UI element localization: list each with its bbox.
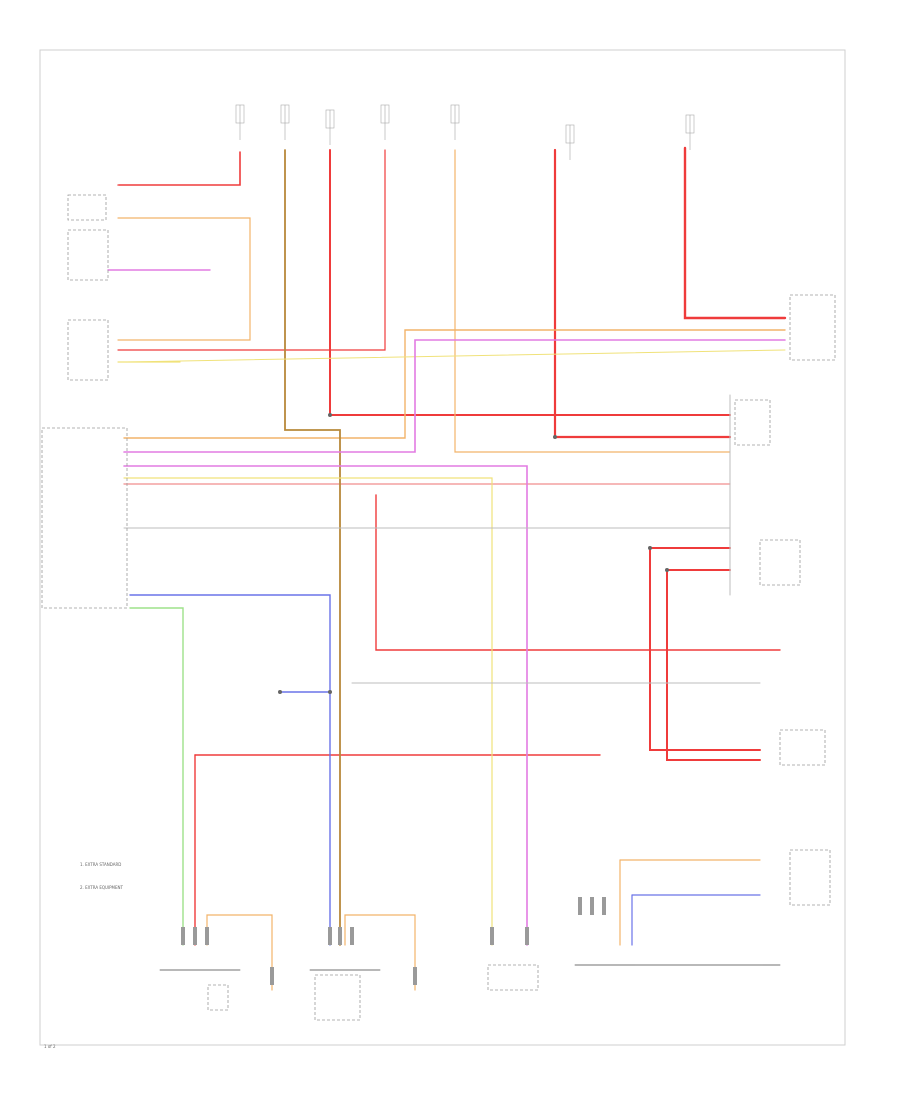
wire-red-main-feed <box>329 149 731 416</box>
comp-switch-lower-mid <box>314 974 361 1021</box>
diagram-frame <box>39 49 846 1046</box>
wire-red-right-feed <box>683 146 787 320</box>
splice-point-5 <box>328 690 332 694</box>
wire-pink-switch-feed <box>117 149 386 351</box>
fuse-1 <box>280 104 290 124</box>
page-number: 1 of 2 <box>44 1044 56 1049</box>
connector-pin-11 <box>590 897 594 915</box>
connector-pin-1 <box>193 927 197 945</box>
wire-brown-signal <box>284 149 341 946</box>
wire-red-actuator-a-down <box>649 547 761 751</box>
comp-motor-top-right <box>789 294 836 361</box>
connector-pin-0 <box>181 927 185 945</box>
wire-red-module-feed <box>553 148 732 439</box>
connector-pin-9 <box>525 927 529 945</box>
fuse-0 <box>235 104 245 124</box>
connector-pin-6 <box>350 927 354 945</box>
note-2: 2. EXTRA EQUIPMENT <box>80 885 123 890</box>
wire-blue-network <box>129 594 331 946</box>
comp-motor-lower <box>487 964 539 991</box>
wire-layer <box>107 146 787 991</box>
wire-green-network <box>129 607 184 946</box>
connector-pin-4 <box>328 927 332 945</box>
splice-point-2 <box>648 546 652 550</box>
connector-pin-2 <box>205 927 209 945</box>
comp-control-module <box>41 427 128 609</box>
wire-orange-sensor-loop <box>117 217 251 341</box>
wire-orange-ground-loop-left <box>206 914 273 991</box>
wire-yellow-upper <box>123 349 786 363</box>
connector-pin-12 <box>602 897 606 915</box>
fuse-5 <box>565 124 575 144</box>
comp-actuator-right <box>759 539 801 586</box>
fuse-6 <box>685 114 695 134</box>
wire-orange-ground-loop-right <box>344 914 416 991</box>
connector-pin-8 <box>490 927 494 945</box>
fuse-3 <box>380 104 390 124</box>
wire-red-actuator-b-down <box>666 569 761 761</box>
wire-orange-vertical <box>454 149 731 453</box>
wire-red-long-run <box>375 494 781 651</box>
component-layer <box>41 104 836 1021</box>
note-1: 1. EXTRA STANDARD <box>80 862 122 867</box>
comp-door-switch <box>789 849 831 906</box>
wire-violet-drop <box>123 465 528 946</box>
comp-sensor-left <box>67 229 109 281</box>
splice-point-3 <box>665 568 669 572</box>
fuse-4 <box>450 104 460 124</box>
wire-yellow-signal <box>123 477 493 946</box>
connector-layer <box>181 413 669 985</box>
connector-pin-7 <box>413 967 417 985</box>
splice-point-0 <box>328 413 332 417</box>
connector-pin-10 <box>578 897 582 915</box>
splice-point-1 <box>553 435 557 439</box>
connector-pin-5 <box>338 927 342 945</box>
comp-sensor-right <box>779 729 826 766</box>
connector-pin-3 <box>270 967 274 985</box>
comp-switch-left <box>67 319 109 381</box>
comp-sensor-upper-left <box>67 194 107 221</box>
comp-module-lower-left <box>207 984 229 1011</box>
comp-relay-right <box>734 399 771 446</box>
wire-orange-upper-row <box>123 329 786 439</box>
wire-red-sensor-feed <box>117 151 241 186</box>
wire-violet-row <box>123 339 786 453</box>
fuse-2 <box>325 109 335 129</box>
splice-point-4 <box>278 690 282 694</box>
